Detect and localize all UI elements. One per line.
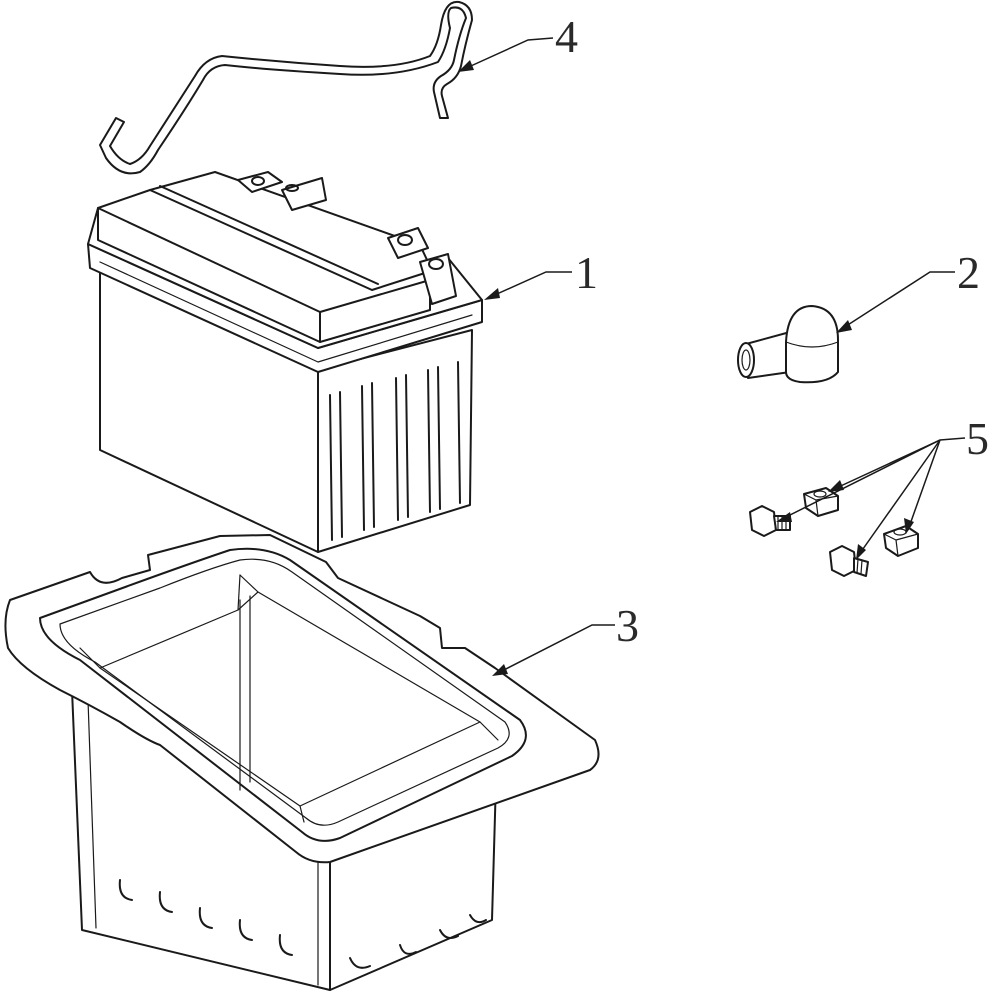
battery-tray <box>4 534 600 991</box>
callout-1: 1 <box>575 247 598 298</box>
leader-line-1 <box>484 271 572 300</box>
callout-5: 5 <box>966 413 989 464</box>
battery <box>87 171 483 553</box>
callout-2: 2 <box>957 247 980 298</box>
leader-line-2 <box>836 271 955 333</box>
vent-hose <box>99 0 473 175</box>
leader-line-3 <box>492 624 615 676</box>
leader-lines-5 <box>776 437 966 560</box>
terminal-cap <box>737 305 839 384</box>
bolts-and-nuts <box>749 487 919 577</box>
callout-3: 3 <box>616 600 639 651</box>
callout-4: 4 <box>555 11 578 62</box>
leader-line-4 <box>458 37 554 72</box>
